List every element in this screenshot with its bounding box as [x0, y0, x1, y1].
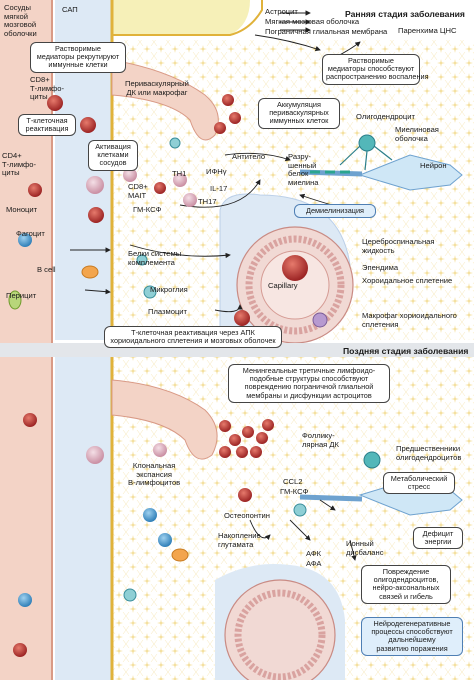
label-ependyma: Эпендима [362, 263, 399, 272]
label-clonal-expansion: Клональная экспансия B-лимфоцитов [128, 461, 181, 487]
label-afk: АФК [306, 549, 322, 558]
label-th1: TH1 [172, 169, 187, 178]
label-destroyed-myelin: Разру- шенный белок миелина [288, 152, 319, 187]
th17-cell [183, 193, 197, 207]
tertiary-lymphoid-structure [219, 419, 274, 458]
late-sas [55, 357, 112, 680]
label-perivascular-dc: Периваскулярный ДК или макрофаг [125, 79, 189, 97]
label-il17: IL-17 [210, 184, 228, 193]
label-neuron: Нейрон [420, 161, 447, 170]
b-cell [18, 233, 32, 247]
late-oligodendrocyte [363, 451, 381, 469]
label-plasmocyte: Плазмоцит [148, 307, 188, 316]
monocyte [86, 176, 104, 194]
label-th17: TH17 [198, 197, 217, 206]
box-energy-deficit: Дефицит энергии [413, 527, 463, 550]
late-meningeal-vessel [0, 357, 52, 680]
early-sas [55, 0, 112, 340]
early-neuron [358, 154, 463, 191]
label-astrocyte: Астроцит [265, 7, 298, 16]
label-osteopontin: Остеопонтин [224, 511, 270, 520]
label-complement: Белки системы комплемента [128, 249, 182, 267]
label-opc: Предшественники олигодендроцитов [396, 444, 462, 462]
early-perivascular-cuff [111, 59, 219, 141]
label-follicular-dc: Фоллику- лярная ДК [302, 431, 339, 449]
label-ccl2: CCL2 [283, 477, 303, 486]
label-choroid-plexus: Хороидальное сплетение [362, 276, 453, 285]
box-t-reactivation: Т-клеточная реактивация [18, 114, 76, 137]
label-antibody: Антитело [232, 152, 266, 161]
label-oligodendrocyte: Олигодендроцит [356, 112, 415, 121]
label-glutamate: Накопление глутамата [218, 531, 261, 549]
label-phagocyte: Фагоцит [16, 229, 45, 238]
box-vessel-activation: Активация клетками сосудов [88, 140, 138, 171]
box-tertiary-lymphoid: Менингеальные третичные лимфоидо- подобн… [228, 364, 390, 403]
label-cd4-t: CD4+ Т-лимфо- циты [2, 151, 37, 177]
box-demyelination: Демиелинизация [294, 204, 376, 219]
late-stage-title: Поздняя стадия заболевания [343, 346, 469, 356]
label-gm-csf: ГМ-КСФ [133, 205, 162, 214]
box-mediators-spread: Растворимые медиаторы способствуют распр… [322, 54, 429, 85]
early-stage-title: Ранняя стадия заболевания [345, 9, 465, 19]
label-capillary: Capillary [268, 281, 298, 290]
label-cp-macrophage: Макрофаг хориоидального сплетения [362, 311, 457, 329]
label-pia: Мягкая мозговая оболочка [265, 17, 360, 26]
label-cd8-mait: CD8+ MAIT [128, 182, 148, 200]
early-meningeal-band [112, 0, 250, 35]
label-vessels-meninges: Сосуды мягкой мозговой оболочки [4, 3, 37, 38]
late-perivascular-cuff [111, 379, 218, 460]
label-ifng: ИФНγ [206, 167, 227, 176]
label-b-cell: B cell [37, 265, 56, 274]
th1-cell [173, 173, 187, 187]
box-metabolic-stress: Метаболический стресс [383, 472, 455, 495]
label-glia-limitans: Пограничная глиальная мембрана [265, 27, 388, 36]
late-cells [13, 413, 307, 657]
capillary-cell [282, 255, 308, 281]
box-neurodegeneration: Нейродегенеративные процессы способствую… [361, 617, 463, 656]
box-soluble-mediators: Растворимые медиаторы рекрутируют иммунн… [30, 42, 126, 73]
label-cns-parenchyma: Паренхима ЦНС [398, 26, 457, 35]
label-pericyte: Перицит [6, 291, 37, 300]
label-myelin-sheath: Миелиновая оболочка [395, 125, 439, 143]
cp-macrophage [312, 312, 328, 328]
label-csf: Цереброспинальная жидкость [362, 237, 435, 255]
label-microglia: Микроглия [150, 285, 188, 294]
pericyte [8, 290, 22, 310]
box-apc-reactivation: Т-клеточная реактивация через АПК хориои… [104, 326, 282, 349]
label-cd8-t: CD8+ Т-лимфо- циты [30, 75, 65, 101]
box-oligo-damage: Повреждение олигодендроцитов, нейро-аксо… [361, 565, 451, 604]
cd4-t-cell [28, 183, 42, 197]
label-afa: АФА [306, 559, 322, 568]
box-perivascular-accumulation: Аккумуляция периваскулярных иммунных кле… [258, 98, 340, 129]
label-sas: САП [62, 5, 78, 14]
label-late-gm-csf: ГМ-КСФ [280, 487, 309, 496]
label-monocyte: Моноцит [6, 205, 38, 214]
cd8-t-cell [47, 95, 63, 111]
early-oligodendrocyte [358, 134, 376, 152]
label-ion-imbalance: Ионный дисбаланс [346, 539, 384, 557]
early-cells [8, 94, 328, 328]
